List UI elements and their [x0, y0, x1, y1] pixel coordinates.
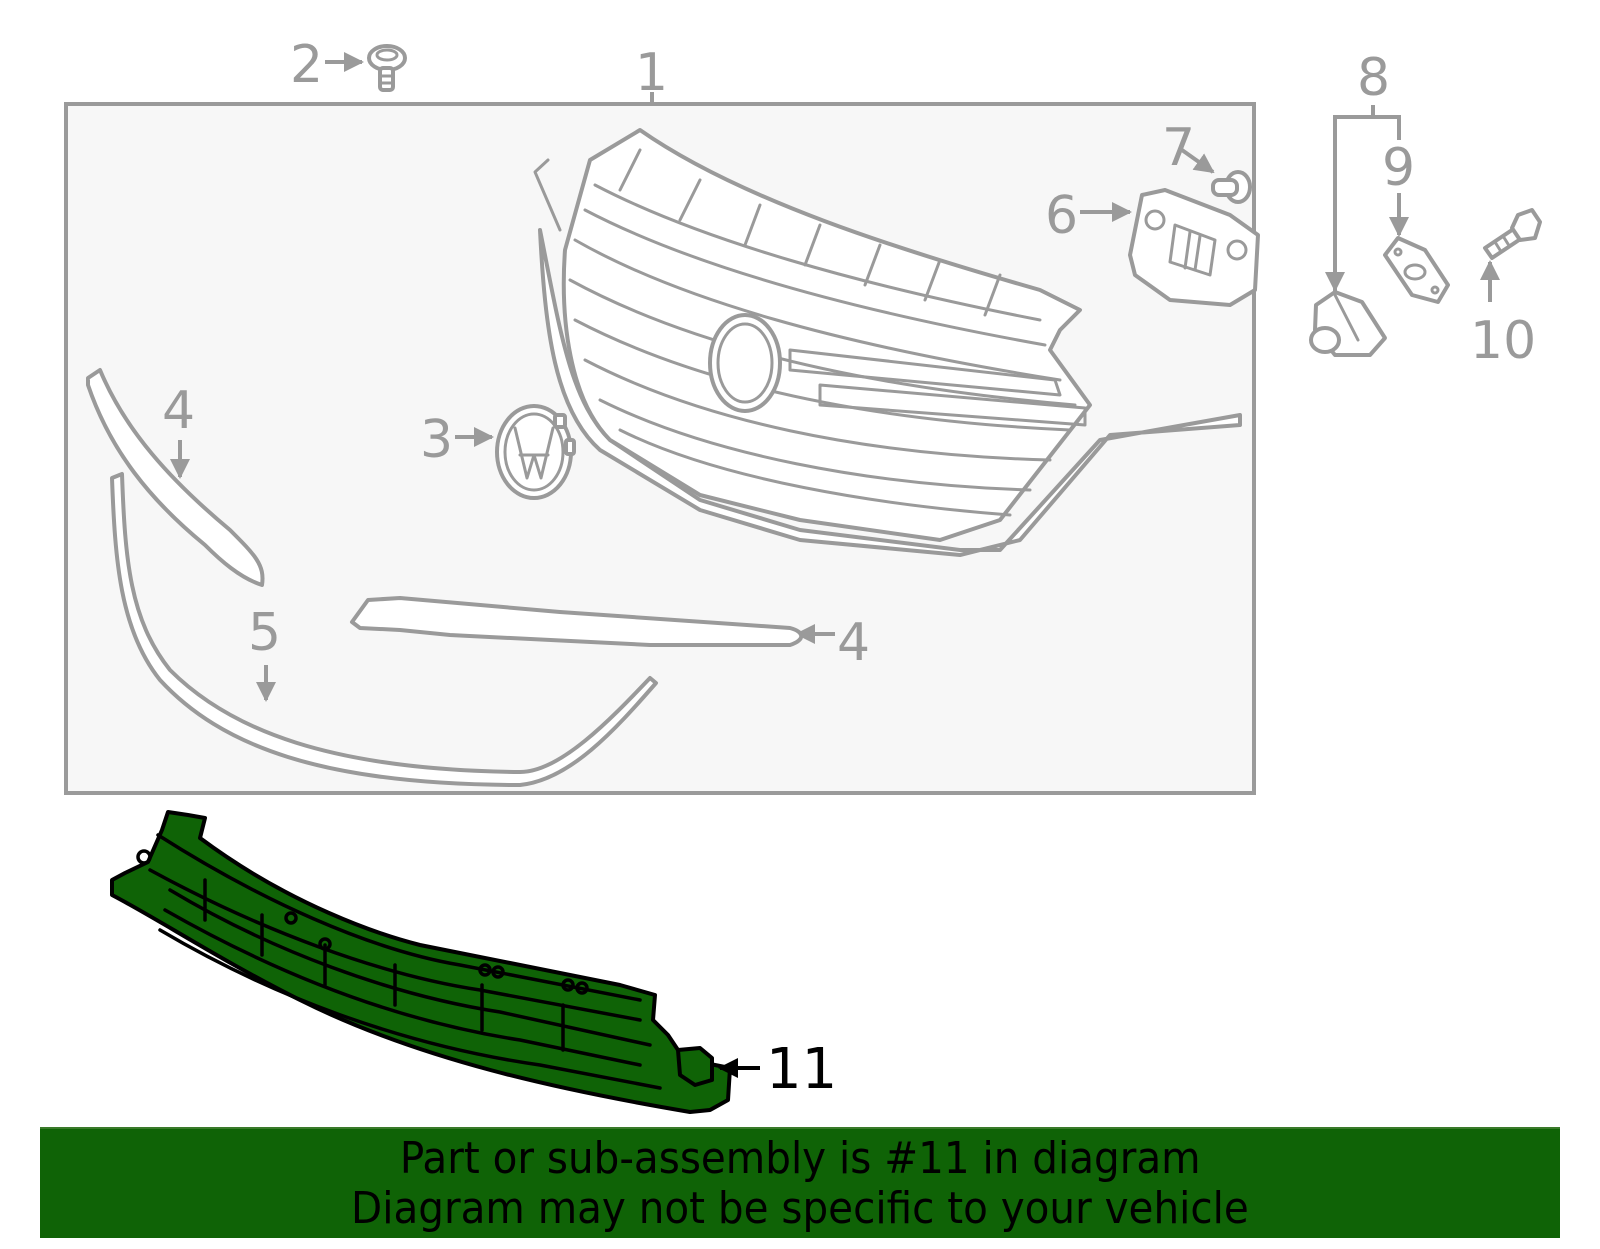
callout-5-label: 5 [248, 603, 281, 663]
callout-4-lower[interactable]: 4 [350, 596, 870, 673]
lower-grille-icon [110, 810, 732, 1114]
grille-assembly-icon [533, 128, 1242, 557]
callout-8[interactable]: 8 [1309, 48, 1401, 357]
bolt-icon [1483, 208, 1542, 260]
callout-3[interactable]: 3 [420, 404, 576, 500]
callout-8-label: 8 [1357, 48, 1390, 108]
callout-2[interactable]: 2 [290, 35, 407, 95]
banner-part-notice: Part or sub-assembly is #11 in diagram [399, 1132, 1201, 1184]
bracket-icon [1128, 188, 1260, 307]
callout-7-label: 7 [1162, 118, 1195, 178]
trim-strip-lower-icon [110, 472, 658, 787]
sensor-icon [1309, 290, 1387, 357]
banner-disclaimer: Diagram may not be specific to your vehi… [351, 1182, 1249, 1234]
callout-9-label: 9 [1382, 138, 1415, 198]
clip-icon [1211, 170, 1252, 204]
trim-molding-left-icon [86, 368, 265, 587]
callout-6[interactable]: 6 [1045, 186, 1260, 307]
callout-2-label: 2 [290, 35, 323, 95]
callout-7[interactable]: 7 [1162, 118, 1252, 204]
emblem-icon [495, 404, 576, 500]
info-banner: Part or sub-assembly is #11 in diagram D… [40, 1127, 1560, 1238]
gasket-icon [1383, 236, 1450, 304]
callout-3-label: 3 [420, 410, 453, 470]
callout-10[interactable]: 10 [1470, 208, 1542, 371]
callout-4a-label: 4 [162, 381, 195, 441]
callout-1[interactable]: 1 [635, 43, 668, 104]
callout-10-label: 10 [1470, 311, 1536, 371]
callout-4b-label: 4 [837, 613, 870, 673]
screw-icon [367, 44, 407, 92]
callout-4-upper[interactable]: 4 [86, 368, 265, 587]
callout-6-label: 6 [1045, 186, 1078, 246]
trim-molding-lower-icon [350, 596, 804, 647]
callout-9[interactable]: 9 [1382, 138, 1450, 304]
parts-diagram: 1 2 [64, 35, 1542, 1114]
callout-11-label: 11 [766, 1037, 837, 1102]
callout-5[interactable]: 5 [110, 472, 658, 787]
callout-11[interactable]: 11 [110, 810, 837, 1114]
